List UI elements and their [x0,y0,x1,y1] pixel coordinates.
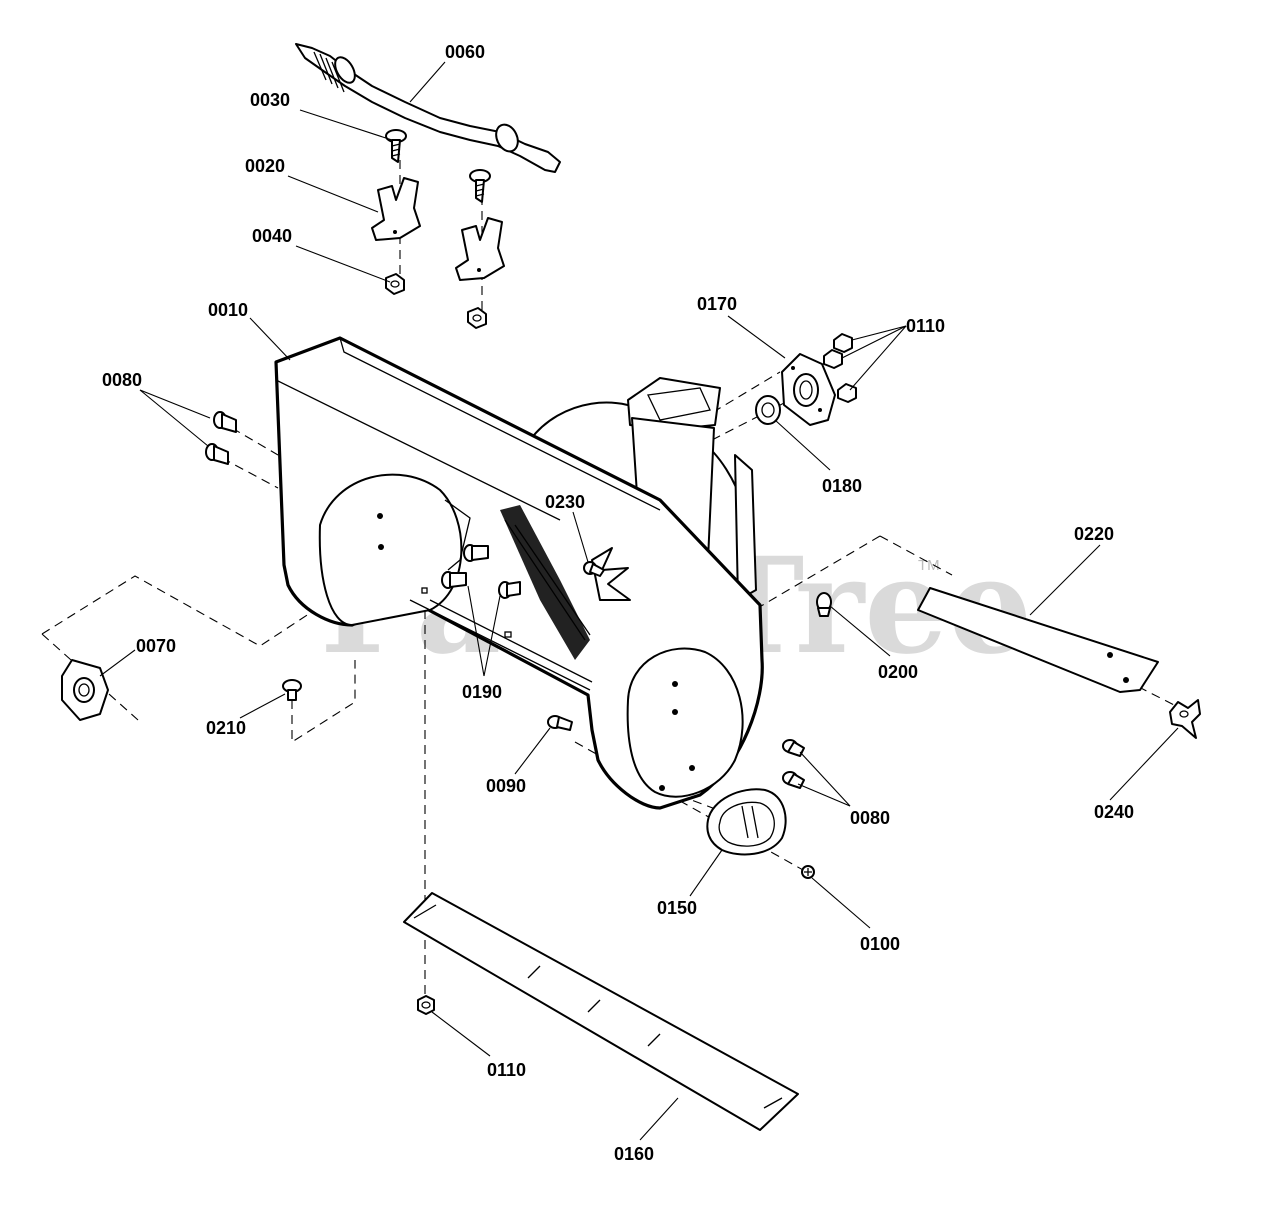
callout-0180: 0180 [822,476,862,496]
watermark-trademark: TM [918,557,940,574]
nut-0110-top-1 [833,333,853,353]
callout-0090: 0090 [486,776,526,796]
screw-0090 [547,715,573,731]
callout-0190: 0190 [462,682,502,702]
nut-0110-bottom [417,995,435,1015]
callout-0240: 0240 [1094,802,1134,822]
callout-0070: 0070 [136,636,176,656]
callout-0080-left: 0080 [102,370,142,390]
screw-0030-right [469,169,491,203]
callout-0110-bottom: 0110 [487,1060,526,1080]
leader-lines [99,61,1179,1141]
callout-0040: 0040 [252,226,292,246]
nut-0040-left [385,273,405,295]
callout-labels: 0060 0030 0020 0040 0010 0080 0070 0210 … [102,42,1134,1164]
bracket-0020-left [371,177,421,241]
bolt-0190-upper [463,544,489,562]
bearing-plate-0170 [781,353,836,426]
carriage-bolt-0210 [282,679,302,701]
deflector-0220 [917,587,1159,693]
callout-0220: 0220 [1074,524,1114,544]
callout-0170: 0170 [697,294,737,314]
bolt-0190-middle [498,581,521,599]
callout-0110-top: 0110 [906,316,945,336]
screw-0100 [801,865,815,879]
nut-0040-right [467,307,487,329]
plug-0200 [816,592,832,617]
callout-0020: 0020 [245,156,285,176]
screw-0030-left [385,129,407,163]
callout-0010: 0010 [208,300,248,320]
bearing-flange-0070 [61,659,109,721]
callout-0230: 0230 [545,492,585,512]
scraper-bar-0160 [403,892,799,1131]
auger-housing-0010 [274,336,764,810]
chute-control-rod-0060 [295,43,561,173]
callout-0200: 0200 [878,662,918,682]
cleanout-cover-0150 [706,788,787,856]
screw-0230 [583,561,605,577]
callout-0150: 0150 [657,898,697,918]
callout-0080-right: 0080 [850,808,890,828]
nut-0110-top-2 [823,349,843,369]
wing-nut-0240 [1169,699,1201,739]
bracket-0020-right [455,217,505,281]
callout-0210: 0210 [206,718,246,738]
bolt-0080-left-lower [205,443,229,465]
bearing-0180 [755,395,781,425]
callout-0160: 0160 [614,1144,654,1164]
callout-0100: 0100 [860,934,900,954]
callout-0060: 0060 [445,42,485,62]
bolt-0190-lower [441,571,467,589]
bolt-0080-left-upper [213,411,237,433]
callout-0030: 0030 [250,90,290,110]
